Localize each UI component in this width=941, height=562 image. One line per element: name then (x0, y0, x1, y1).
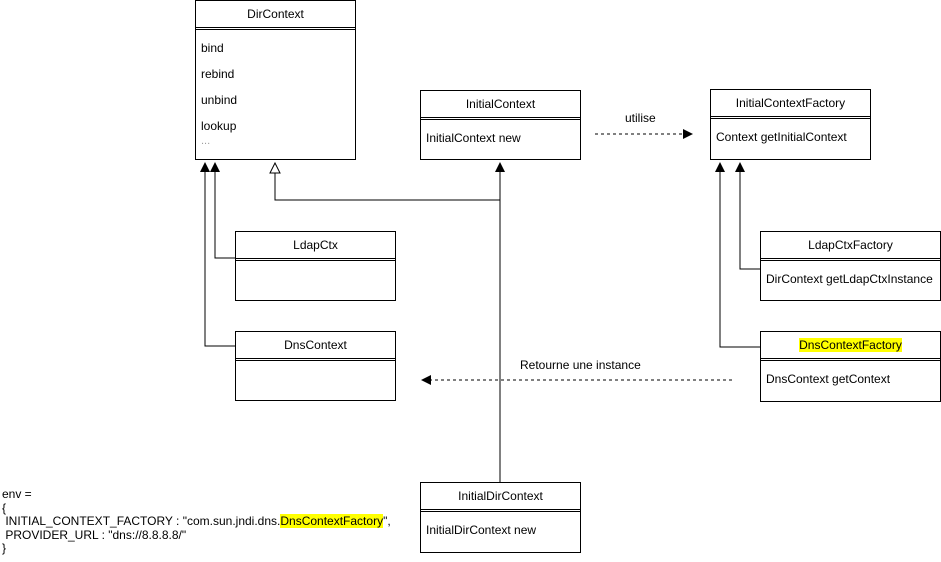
dnscontext-class: DnsContext (235, 331, 396, 401)
dnscontextfactory-class: DnsContextFactory DnsContext getContext (760, 331, 941, 402)
ldapctx-to-dircontext-arrow (210, 162, 235, 259)
ldapctx-title: LdapCtx (293, 238, 338, 252)
ldapctxfactory-to-icf-arrow (735, 162, 760, 270)
env-line-3-prefix: INITIAL_CONTEXT_FACTORY : "com.sun.jndi.… (2, 514, 281, 528)
returns-instance-label: Retourne une instance (520, 358, 641, 372)
initialdircontext-title: InitialDirContext (458, 489, 543, 503)
dircontext-more-ellipsis: ... (201, 135, 211, 147)
initialcontextfactory-method: Context getInitialContext (716, 130, 847, 144)
dnscontextfactory-title: DnsContextFactory (799, 338, 902, 352)
initialcontext-class: InitialContext InitialContext new (420, 90, 581, 160)
dircontext-method-rebind: rebind (201, 67, 235, 81)
ldapctx-class: LdapCtx (235, 231, 396, 301)
initialdircontext-method: InitialDirContext new (426, 523, 537, 537)
ldapctx-separator (236, 258, 395, 261)
env-line-4: PROVIDER_URL : "dns://8.8.8.8/" (2, 527, 187, 542)
dircontext-separator (196, 27, 355, 30)
initialdircontext-separator (421, 509, 580, 512)
initialcontextfactory-class: InitialContextFactory Context getInitial… (710, 89, 871, 160)
dircontext-method-unbind: unbind (201, 93, 238, 107)
dnscontextfactory-separator (761, 358, 940, 361)
dircontext-method-bind: bind (201, 41, 224, 55)
dircontext-method-lookup: lookup (201, 119, 237, 133)
env-config-block: env = { INITIAL_CONTEXT_FACTORY : "com.s… (2, 487, 391, 556)
ldapctxfactory-separator (761, 258, 940, 261)
initialdircontext-to-dircontext-inheritance (275, 163, 500, 201)
dnscontext-separator (236, 358, 395, 361)
dircontext-class: DirContext bind rebind unbind lookup ... (195, 0, 356, 160)
env-line-3-suffix: ", (383, 514, 391, 528)
dnscontextfactory-to-icf-arrow (715, 162, 760, 348)
dnscontext-to-dircontext-arrow (200, 162, 235, 347)
initialcontext-method: InitialContext new (426, 131, 521, 145)
initialcontext-title: InitialContext (465, 97, 536, 111)
initialcontextfactory-title: InitialContextFactory (735, 96, 846, 110)
initialcontextfactory-separator (711, 116, 870, 119)
initialdircontext-class: InitialDirContext InitialDirContext new (420, 482, 581, 553)
dircontext-title: DirContext (247, 7, 304, 21)
uses-label: utilise (625, 111, 656, 125)
ldapctxfactory-class: LdapCtxFactory DirContext getLdapCtxInst… (760, 231, 941, 301)
dnscontext-title: DnsContext (284, 338, 347, 352)
ldapctxfactory-method: DirContext getLdapCtxInstance (766, 272, 933, 286)
initialcontext-separator (421, 117, 580, 120)
env-line-1: env = (2, 487, 32, 501)
dnscontextfactory-title-wrap: DnsContextFactory (761, 338, 940, 352)
ldapctxfactory-title: LdapCtxFactory (808, 238, 893, 252)
env-line-3-highlight: DnsContextFactory (280, 514, 384, 528)
env-line-5: } (2, 541, 7, 555)
dnscontextfactory-method: DnsContext getContext (766, 372, 891, 386)
env-line-2: { (2, 500, 7, 515)
